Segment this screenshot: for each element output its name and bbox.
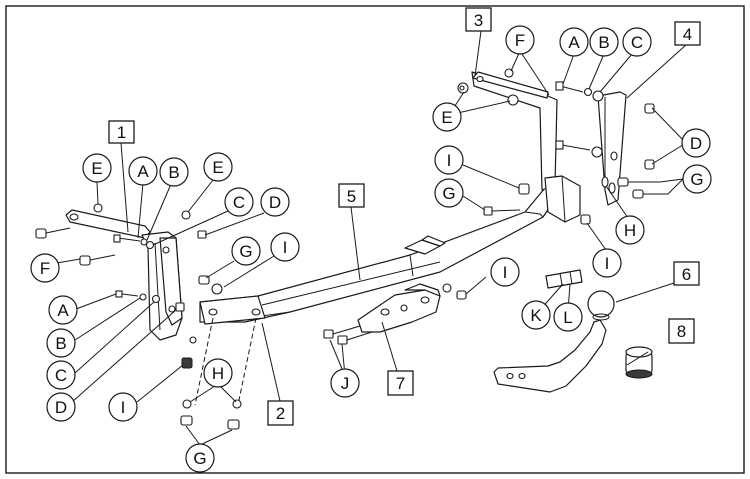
callout-E-right: E [432, 102, 462, 132]
svg-text:D: D [269, 193, 281, 212]
svg-text:G: G [239, 242, 252, 261]
svg-text:K: K [530, 306, 542, 325]
svg-text:B: B [598, 33, 609, 52]
cap-part-8 [625, 346, 653, 379]
svg-text:I: I [121, 398, 126, 417]
letter-callouts: E A B E C D F G I A B C D I H G F A B C … [30, 25, 712, 473]
svg-text:G: G [690, 170, 703, 189]
svg-text:2: 2 [276, 404, 285, 423]
leader-lines [56, 30, 688, 446]
svg-text:H: H [212, 364, 224, 383]
svg-text:D: D [690, 134, 702, 153]
callout-C-left-low: C [46, 360, 76, 390]
callout-A-left-top: A [128, 156, 158, 186]
callout-I-left-mid: I [270, 232, 300, 262]
callout-I-right-top: I [434, 145, 464, 175]
svg-text:I: I [283, 238, 288, 257]
callout-E-left-top: E [82, 153, 112, 183]
callout-D-right: D [681, 128, 711, 158]
svg-text:J: J [341, 374, 350, 393]
wiring-bracket-kl [545, 269, 583, 289]
callout-F-right: F [505, 25, 535, 55]
svg-text:I: I [447, 151, 452, 170]
callout-I-left-low: I [108, 392, 138, 422]
callout-C-left-top: C [224, 187, 254, 217]
tow-ball-part-6 [493, 290, 615, 393]
svg-text:B: B [55, 334, 66, 353]
callout-D-left-low: D [46, 392, 76, 422]
callout-F-left: F [30, 253, 60, 283]
callout-C-right: C [622, 27, 652, 57]
callout-B-left-top: B [159, 157, 189, 187]
part-number-4: 4 [674, 21, 701, 46]
svg-text:L: L [563, 308, 572, 327]
callout-D-left-top: D [260, 187, 290, 217]
part-number-6: 6 [673, 261, 700, 286]
callout-B-right: B [589, 27, 619, 57]
callout-I-right-low: I [592, 248, 622, 278]
hardware-items [35, 68, 668, 430]
svg-text:E: E [212, 158, 223, 177]
svg-text:4: 4 [683, 25, 692, 44]
svg-text:D: D [55, 398, 67, 417]
callout-L: L [553, 302, 583, 332]
part-number-boxes: 1 2 3 4 5 6 7 8 [108, 7, 701, 426]
callout-A-right: A [559, 27, 589, 57]
diagram-frame [5, 5, 745, 474]
callout-I-mid: I [490, 257, 520, 287]
callout-E-left-mid: E [203, 152, 233, 182]
callout-A-left-low: A [48, 295, 78, 325]
svg-text:A: A [568, 33, 580, 52]
callout-G-right: G [682, 164, 712, 194]
svg-text:G: G [442, 184, 455, 203]
svg-text:F: F [40, 259, 50, 278]
svg-text:A: A [137, 162, 149, 181]
part-number-5: 5 [338, 183, 365, 208]
callout-H-right: H [615, 215, 645, 245]
callout-G-bottom: G [185, 443, 215, 473]
svg-text:5: 5 [347, 187, 356, 206]
callout-B-left-low: B [46, 328, 76, 358]
svg-text:C: C [233, 193, 245, 212]
part-number-2: 2 [267, 400, 294, 426]
part-number-8: 8 [668, 318, 695, 344]
svg-text:A: A [57, 301, 69, 320]
svg-text:E: E [441, 108, 452, 127]
part-number-3: 3 [465, 7, 492, 32]
svg-text:3: 3 [474, 11, 483, 30]
svg-text:I: I [503, 263, 508, 282]
part-number-1: 1 [108, 120, 135, 144]
callout-G-right-mid: G [434, 178, 464, 208]
bracket-part-7 [357, 283, 441, 333]
svg-text:C: C [631, 33, 643, 52]
svg-text:G: G [193, 449, 206, 468]
svg-text:F: F [515, 31, 525, 50]
svg-text:1: 1 [117, 123, 126, 142]
svg-text:C: C [55, 366, 67, 385]
svg-text:8: 8 [677, 322, 686, 341]
svg-text:E: E [91, 159, 102, 178]
callout-J: J [330, 368, 360, 398]
svg-text:B: B [168, 163, 179, 182]
callout-K: K [521, 300, 551, 330]
svg-text:6: 6 [682, 265, 691, 284]
right-side-brackets [471, 71, 627, 223]
part-number-7: 7 [387, 370, 414, 396]
svg-text:H: H [624, 221, 636, 240]
svg-text:7: 7 [396, 374, 405, 393]
callout-G-left-mid: G [231, 236, 261, 266]
svg-text:I: I [605, 254, 610, 273]
callout-H-bottom: H [203, 358, 233, 388]
